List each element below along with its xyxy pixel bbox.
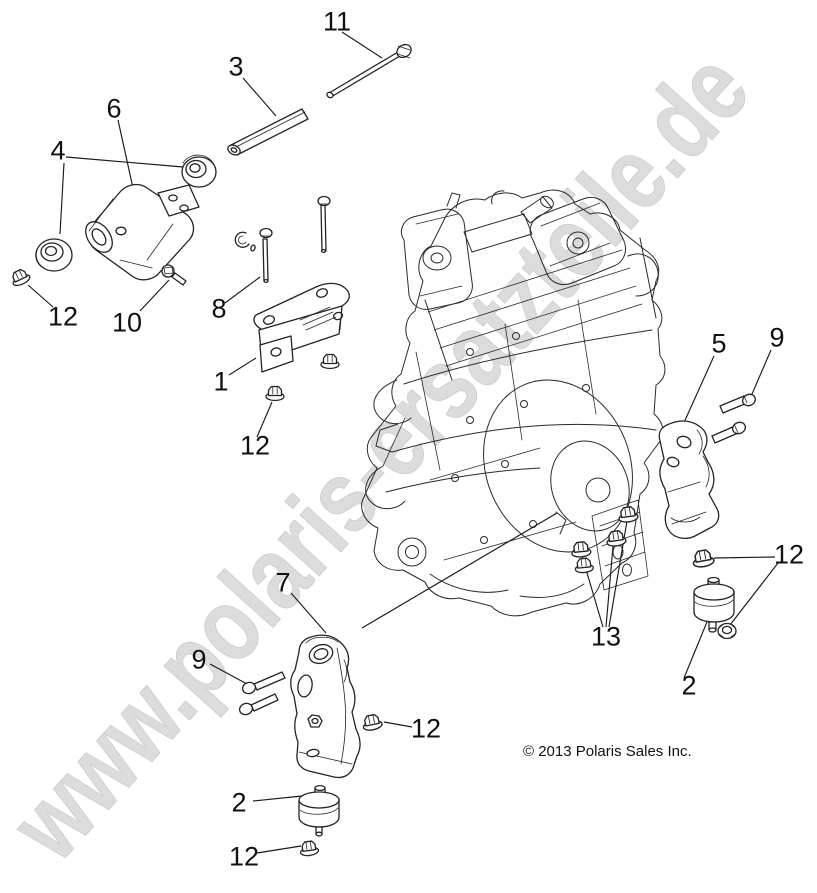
bushing-part-4-right [181,154,217,188]
leader-line [383,721,413,728]
leader-line [748,349,772,402]
leader-line [209,663,248,685]
screw-part-10 [161,264,187,286]
bolt-part-8-b [317,195,331,254]
callout-12-nuts-right: 12 [773,539,805,570]
engine-assembly-drawing [361,189,666,617]
bolt-part-9-right-a [719,393,757,414]
leader-lines [27,31,779,854]
callout-13-engine-nuts: 13 [590,621,622,652]
bushing-part-4-left [35,238,73,272]
rubber-mount-part-2-bottom [298,784,340,837]
mount-bracket-part-5 [658,420,720,539]
hex-nut-part-13-b [573,556,595,575]
leader-line [713,556,776,559]
callout-3-spacer-tube: 3 [228,51,244,82]
leader-line [65,156,184,168]
hex-nut-part-13-d [617,505,640,524]
callout-4-bushings: 4 [50,135,66,166]
flange-nut-part-12-bottom [298,839,320,858]
callout-12-nut-left: 12 [47,301,79,332]
long-bolt-part-11 [326,43,412,99]
mount-housing-part-6 [85,183,200,281]
callout-10-screw: 10 [111,307,143,338]
leader-line [683,616,710,679]
flange-nut-part-12-near-bracket7 [360,712,384,733]
leader-line [361,512,558,629]
leader-line [139,279,170,312]
bolt-part-9-left-b [238,693,279,716]
leader-line [252,795,303,802]
bolt-part-8-a [259,227,273,284]
flange-nut-part-12-right [690,548,716,570]
flange-nut-part-12-bracket1-a [320,353,340,370]
engine-mount-bracket-part-1 [253,282,350,373]
leader-line [729,562,779,626]
leader-line [256,845,302,854]
callout-12-nut-bottom: 12 [228,841,260,872]
callout-12-nut-bracket7: 12 [410,713,442,744]
bolt-part-9-right-b [711,421,747,444]
callout-8-bolts: 8 [211,293,227,324]
leader-line [224,276,261,304]
callout-2-mount-bottom: 2 [231,787,247,818]
callout-12-nut-mid: 12 [239,430,271,461]
callout-2-mount-right: 2 [681,670,697,701]
leader-line [27,284,54,308]
copyright-text: © 2013 Polaris Sales Inc. [523,743,692,760]
rubber-mount-part-2-right [693,576,735,633]
hex-nut-part-13-c [605,529,628,548]
leader-line [341,31,383,59]
leader-line [228,357,257,376]
flange-nut-part-12-bracket1-b [265,385,285,402]
callout-1-bracket: 1 [213,366,229,397]
callout-9-bolts-right: 9 [769,322,785,353]
retaining-clip [234,231,256,252]
leader-line [605,545,614,628]
bolt-part-9-left-a [241,671,286,695]
flange-nut-part-12-right-lower [717,622,737,640]
hex-nut-part-13-a [570,540,592,559]
callout-9-bolts-left: 9 [191,644,207,675]
callout-7-bracket-left: 7 [275,567,291,598]
flange-nut-part-12-left [8,266,32,289]
leader-line [290,592,327,634]
spacer-tube-part-3 [227,108,309,156]
callout-6-mount-housing: 6 [106,93,122,124]
callout-5-bracket-right: 5 [711,328,727,359]
leader-line [242,77,277,117]
leader-line [681,355,715,428]
mount-bracket-part-7 [290,634,361,779]
leader-line [59,162,65,235]
leader-line [117,119,134,189]
callout-11-long-bolt: 11 [322,6,352,37]
leader-line [256,401,273,438]
